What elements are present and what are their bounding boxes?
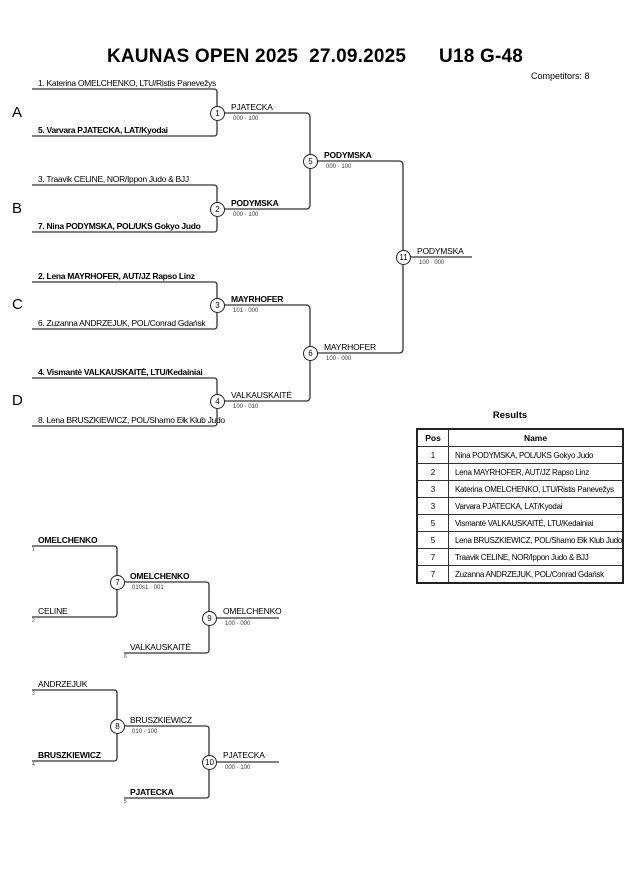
final-score: 100 · 000 <box>419 260 445 266</box>
pool-label-d: D <box>12 392 23 409</box>
match-number-2: 2 <box>210 202 225 217</box>
rep-seed: 5 <box>124 799 127 805</box>
result-pos: 7 <box>416 565 449 584</box>
result-pos: 7 <box>416 548 449 566</box>
bracket-line-m3-win <box>224 304 311 402</box>
match-number-7: 7 <box>110 575 125 590</box>
match-winner: PODYMSKA <box>324 150 372 160</box>
match-number-1: 1 <box>210 106 225 121</box>
match-number-5: 5 <box>303 154 318 169</box>
match-score: 100 · 000 <box>326 356 352 362</box>
competitor-entry: 4. Vismantė VALKAUSKAITĖ, LTU/Kedainiai <box>38 367 203 377</box>
rep-seed: 3 <box>32 691 35 697</box>
match-winner: PJATECKA <box>231 102 273 112</box>
match-score: 000 · 100 <box>233 116 259 122</box>
rep-seed: 6 <box>124 654 127 660</box>
match-number-11: 11 <box>396 250 411 265</box>
pool-label-b: B <box>12 200 23 217</box>
competitor-entry: 8. Lena BRUSZKIEWICZ, POL/Shamo Ełk Klub… <box>38 415 225 425</box>
match-score: 100 · 010 <box>233 404 259 410</box>
match-score: 100 · 000 <box>225 621 251 627</box>
match-score: 000 · 100 <box>326 164 352 170</box>
pool-label-c: C <box>12 296 23 313</box>
match-winner: BRUSZKIEWICZ <box>130 715 192 725</box>
result-name: Lena BRUSZKIEWICZ, POL/Shamo Ełk Klub Ju… <box>448 531 624 549</box>
match-winner: MAYRHOFER <box>231 294 284 304</box>
competitor-entry: 5. Varvara PJATECKA, LAT/Kyodai <box>38 125 168 135</box>
rep-competitor: OMELCHENKO <box>38 535 98 545</box>
results-header-name: Name <box>448 428 624 447</box>
results-header-row: Pos Name <box>416 428 624 447</box>
competitors-count: Competitors: 8 <box>531 71 590 81</box>
result-pos: 5 <box>416 531 449 549</box>
result-pos: 1 <box>416 446 449 464</box>
match-number-6: 6 <box>303 346 318 361</box>
match-winner: MAYRHOFER <box>324 342 376 352</box>
match-score: 000 · 100 <box>225 765 251 771</box>
match-number-9: 9 <box>202 611 217 626</box>
result-pos: 3 <box>416 497 449 515</box>
result-pos: 5 <box>416 514 449 532</box>
rep-competitor: VALKAUSKAITĖ <box>130 642 191 652</box>
rep-competitor: CELINE <box>38 606 68 616</box>
match-score: 000 · 100 <box>233 212 259 218</box>
bracket-line-m1-win <box>224 112 311 210</box>
match-winner: PJATECKA <box>223 750 265 760</box>
match-number-3: 3 <box>210 298 225 313</box>
match-number-8: 8 <box>110 719 125 734</box>
rep-competitor: ANDRZEJUK <box>38 679 88 689</box>
result-name: Katerina OMELCHENKO, LTU/Ristis Panevežy… <box>448 480 624 498</box>
bracket-line-semis <box>317 160 404 354</box>
competitor-entry: 1. Katerina OMELCHENKO, LTU/Ristis Panev… <box>38 78 216 88</box>
page-title: KAUNAS OPEN 2025 27.09.2025 U18 G-48 <box>106 46 524 67</box>
result-pos: 2 <box>416 463 449 481</box>
result-pos: 3 <box>416 480 449 498</box>
match-number-10: 10 <box>202 755 217 770</box>
result-name: Zuzanna ANDRZEJUK, POL/Conrad Gdańsk <box>448 565 624 584</box>
match-winner: OMELCHENKO <box>130 571 190 581</box>
result-name: Lena MAYRHOFER, AUT/JZ Rapso Linz <box>448 463 624 481</box>
results-header-pos: Pos <box>416 428 449 447</box>
competitor-entry: 3. Traavik CELINE, NOR/Ippon Judo & BJJ <box>38 174 189 184</box>
competitor-entry: 6. Zuzanna ANDRZEJUK, POL/Conrad Gdańsk <box>38 318 206 328</box>
rep-seed: 1 <box>32 547 35 553</box>
match-winner: OMELCHENKO <box>223 606 282 616</box>
result-name: Vismantė VALKAUSKAITĖ, LTU/Kedainiai <box>448 514 624 532</box>
results-title: Results <box>492 410 528 421</box>
competitor-entry: 7. Nina PODYMSKA, POL/UKS Gokyo Judo <box>38 221 201 231</box>
rep-competitor: BRUSZKIEWICZ <box>38 750 101 760</box>
match-score: 101 · 000 <box>233 308 259 314</box>
match-winner: VALKAUSKAITĖ <box>231 390 292 400</box>
rep-seed: 2 <box>32 618 35 624</box>
pool-label-a: A <box>12 104 23 121</box>
match-score: 010 · 100 <box>132 729 158 735</box>
rep-competitor: PJATECKA <box>130 787 174 797</box>
result-name: Traavik CELINE, NOR/Ippon Judo & BJJ <box>448 548 624 566</box>
rep-seed: 4 <box>32 762 35 768</box>
match-number-4: 4 <box>210 394 225 409</box>
result-name: Varvara PJATECKA, LAT/Kyodai <box>448 497 624 515</box>
match-winner: PODYMSKA <box>231 198 279 208</box>
result-name: Nina PODYMSKA, POL/UKS Gokyo Judo <box>448 446 624 464</box>
competitor-entry: 2. Lena MAYRHOFER, AUT/JZ Rapso Linz <box>38 271 195 281</box>
final-winner: PODYMSKA <box>417 246 464 256</box>
match-score: 010s1 · 001 <box>132 585 164 591</box>
